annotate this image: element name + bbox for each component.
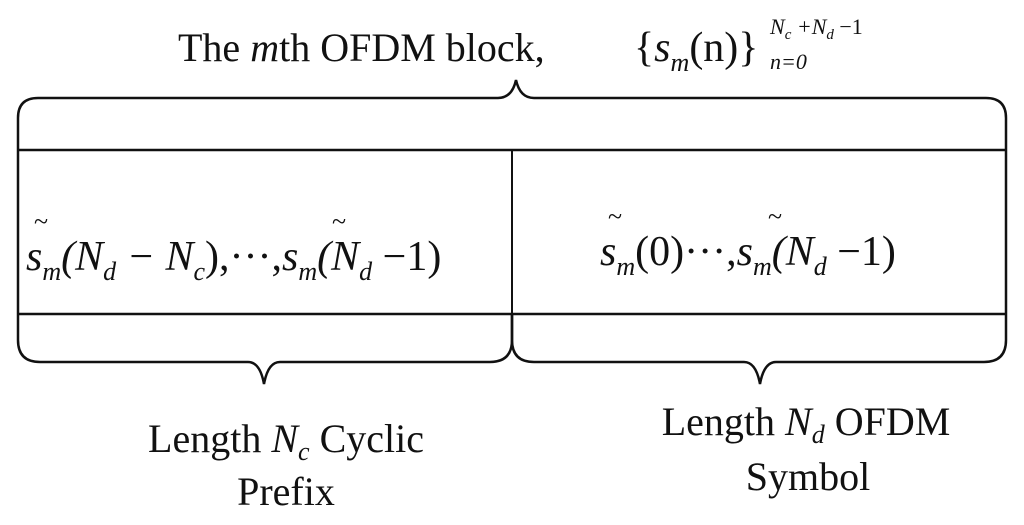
top-label: The mth OFDM block, {sm(n)} Nc +Nd −1 n=…: [178, 14, 863, 77]
cyclic-prefix-label-line1: Length Nc Cyclic: [148, 416, 424, 466]
cyclic-prefix-label: Length Nc Cyclic Prefix: [148, 416, 424, 514]
cyclic-prefix-cell: ~ sm(Nd − Nc),···,sm(Nd −1) ~: [26, 207, 441, 286]
ofdm-symbol-label-line2: Symbol: [746, 454, 870, 499]
cyclic-prefix-expression: sm(Nd − Nc),···,sm(Nd −1): [26, 234, 441, 286]
ofdm-symbol-label: Length Nd OFDM Symbol: [662, 399, 951, 499]
ofdm-symbol-brace: [510, 314, 1008, 385]
set-expression: {sm(n)}: [634, 25, 758, 77]
top-brace: [16, 79, 1008, 150]
top-label-text: The mth OFDM block,: [178, 25, 545, 70]
ofdm-symbol-label-line1: Length Nd OFDM: [662, 399, 951, 449]
cyclic-prefix-label-line2: Prefix: [237, 469, 335, 514]
cyclic-prefix-brace: [16, 314, 514, 385]
set-subscript: n=0: [770, 49, 807, 74]
set-superscript: Nc +Nd −1: [769, 14, 863, 43]
ofdm-symbol-expression: sm(0)···,sm(Nd −1): [600, 229, 896, 281]
tilde-mark-2: ~: [332, 207, 346, 236]
tilde-mark-4: ~: [768, 202, 782, 231]
tilde-mark: ~: [34, 207, 48, 236]
ofdm-symbol-cell: ~ sm(0)···,sm(Nd −1) ~: [600, 202, 896, 281]
tilde-mark-3: ~: [608, 202, 622, 231]
